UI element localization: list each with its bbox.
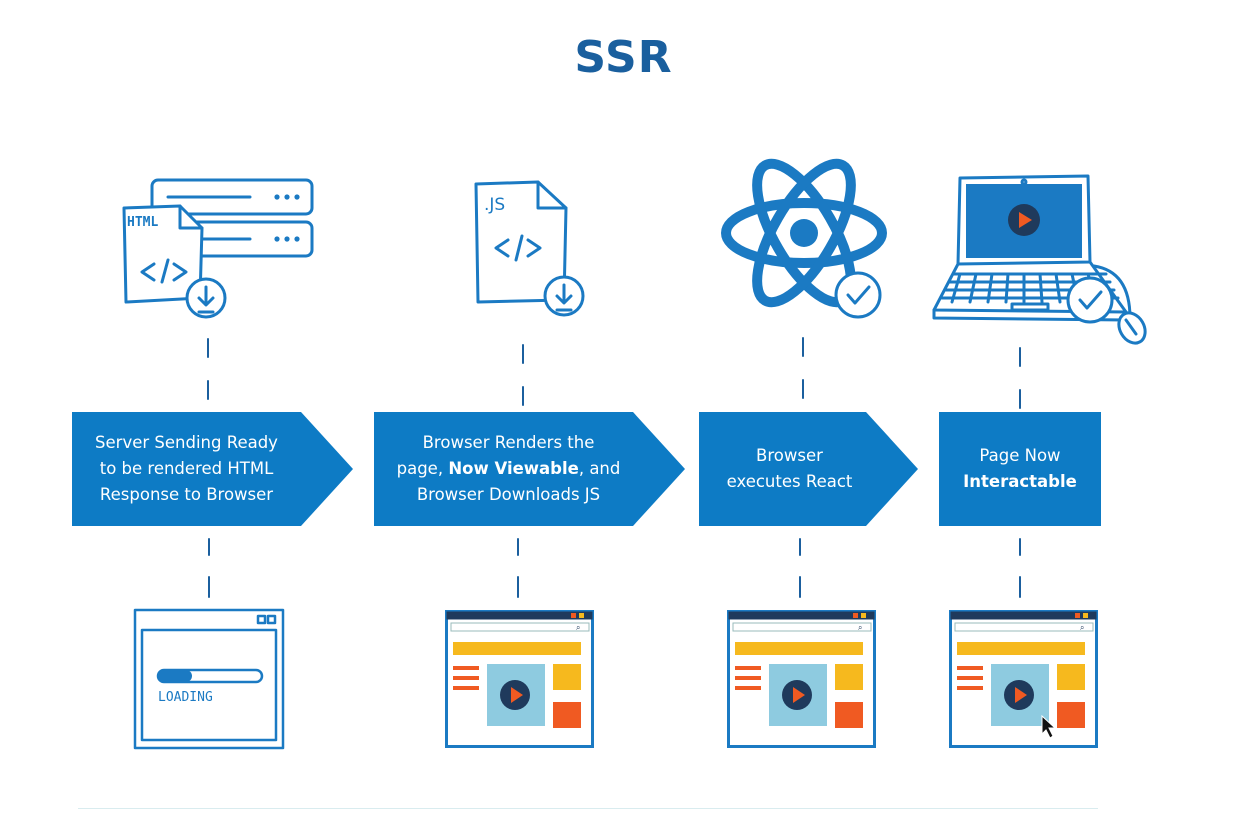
step-1-line-3: Response to Browser (99, 485, 274, 504)
footer-divider (78, 808, 1098, 809)
js-file-icon: .JS (474, 180, 585, 317)
step-3-banner: Browser executes React (699, 412, 918, 526)
step-1-banner: Server Sending Ready to be rendered HTML… (72, 412, 353, 526)
step-2-banner: Browser Renders the page, Now Viewable, … (374, 412, 685, 526)
viewable-browser-window-icon: ⌕ (445, 610, 594, 748)
step-1-line-1: Server Sending Ready (95, 433, 278, 452)
html-file-server-icon: HTML (122, 178, 314, 319)
react-browser-window-icon: ⌕ (727, 610, 876, 748)
svg-text:⌕: ⌕ (858, 623, 862, 632)
step-2-line-2c: , and (578, 459, 621, 478)
interactable-browser-window-icon: ⌕ (949, 610, 1098, 748)
step-2-line-2a: page, (396, 459, 449, 478)
page-title: SSR (574, 32, 673, 83)
react-atom-icon (721, 158, 887, 319)
step-2-line-1: Browser Renders the (422, 433, 595, 452)
html-file-label: HTML (127, 215, 158, 230)
step-3-line-2: executes React (726, 472, 853, 491)
mouse-cursor-icon (1041, 714, 1057, 739)
step-3-line-1: Browser (756, 446, 823, 465)
svg-text:⌕: ⌕ (576, 623, 580, 632)
svg-text:⌕: ⌕ (1080, 623, 1084, 632)
js-file-label: .JS (484, 195, 505, 215)
step-4-banner: Page Now Interactable (939, 412, 1101, 526)
laptop-icon (932, 174, 1147, 345)
step-4-interactable: Interactable (963, 472, 1077, 491)
loading-label: LOADING (158, 690, 213, 705)
loading-browser-window-icon: LOADING (133, 608, 285, 750)
step-1-line-2: to be rendered HTML (99, 459, 274, 478)
step-2-line-3: Browser Downloads JS (416, 485, 601, 504)
step-4-line-1: Page Now (979, 446, 1061, 465)
step-2-now-viewable: Now Viewable (448, 459, 579, 478)
